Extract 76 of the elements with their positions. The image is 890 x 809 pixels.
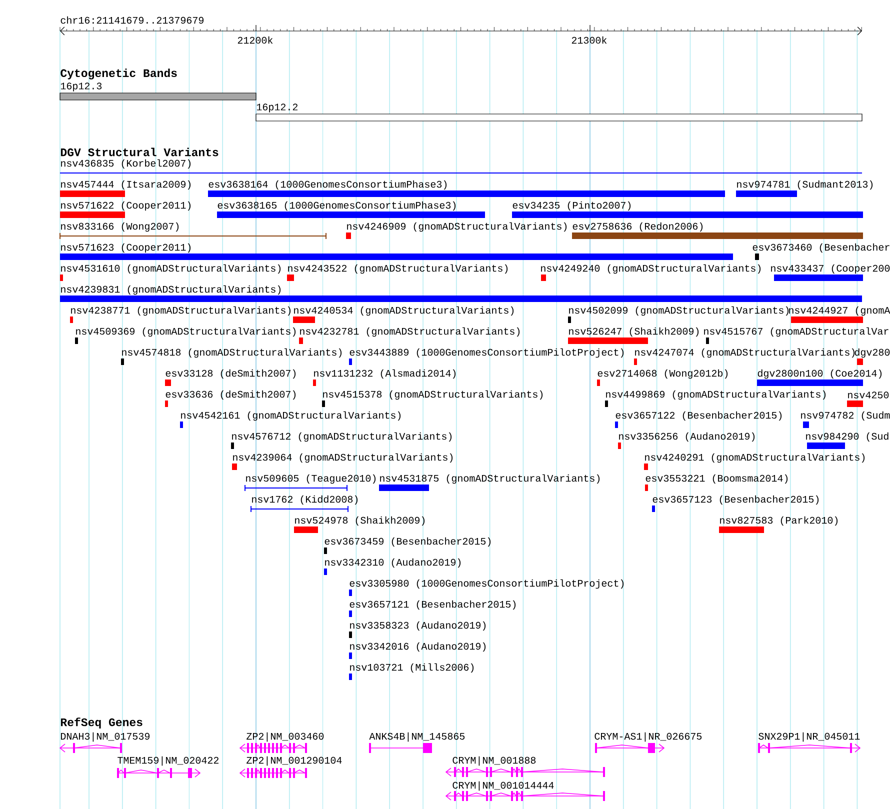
feature-label: dgv280 — [854, 348, 890, 358]
feature-label: nsv974782 (Sudm — [801, 411, 890, 421]
gene-label: SNX29P1|NR_045011 — [758, 732, 860, 742]
feature-label: 16p12.3 — [60, 82, 102, 92]
track-heading: RefSeq Genes — [60, 718, 142, 728]
feature-label: nsv4574818 (gnomADStructuralVariants) — [122, 348, 342, 358]
feature-label: esv3443889 (1000GenomesConsortiumPilotProject) — [350, 348, 624, 358]
feature-label: nsv4239831 (gnomADStructuralVariants) — [61, 285, 281, 295]
gene-label: DNAH3|NM_017539 — [61, 732, 150, 742]
feature-label: nsv827583 (Park2010) — [720, 516, 838, 526]
feature-label: nsv4246909 (gnomADStructuralVariants) — [347, 222, 567, 232]
coordinate-label: chr16:21141679..21379679 — [60, 16, 204, 24]
feature-label: nsv524978 (Shaikh2009) — [295, 516, 425, 526]
gene-label: CRYM|NM_001888 — [452, 756, 536, 766]
feature-label: nsv3342310 (Audano2019) — [325, 558, 461, 568]
gene-label: CRYM|NM_001014444 — [452, 781, 554, 791]
scale-label: 21200k — [238, 36, 273, 44]
gene-label: ZP2|NM_003460 — [246, 732, 324, 742]
feature-label: nsv4531875 (gnomADStructuralVariants) — [380, 474, 600, 484]
feature-label: nsv4232781 (gnomADStructuralVariants) — [300, 327, 520, 337]
feature-label: nsv4502099 (gnomADStructuralVariants) — [569, 306, 789, 316]
feature-label: nsv4244927 (gnomA — [789, 306, 890, 316]
feature-label: nsv3356256 (Audano2019) — [619, 432, 755, 442]
feature-label: esv3657121 (Besenbacher2015) — [350, 600, 516, 610]
feature-label: esv33128 (deSmith2007) — [166, 369, 296, 379]
feature-label: nsv4509369 (gnomADStructuralVariants) — [76, 327, 296, 337]
gene-label: ZP2|NM_001290104 — [246, 756, 342, 766]
feature-label: nsv4515378 (gnomADStructuralVariants) — [323, 390, 543, 400]
gene-label: CRYM-AS1|NR_026675 — [594, 732, 702, 742]
feature-label: nsv526247 (Shaikh2009) — [569, 327, 699, 337]
feature-label: nsv457444 (Itsara2009) — [61, 180, 191, 190]
feature-label: nsv4240534 (gnomADStructuralVariants) — [294, 306, 514, 316]
feature-label: nsv4531610 (gnomADStructuralVariants) — [61, 264, 281, 274]
feature-label: dgv2800n100 (Coe2014) — [758, 369, 882, 379]
feature-label: esv2714068 (Wong2012b) — [598, 369, 728, 379]
feature-label: nsv4542161 (gnomADStructuralVariants) — [181, 411, 401, 421]
feature-label: nsv4515767 (gnomADStructuralVar — [704, 327, 888, 337]
gene-label: TMEM159|NM_020422 — [118, 756, 218, 766]
track-heading: Cytogenetic Bands — [60, 68, 177, 80]
feature-label: nsv571623 (Cooper2011) — [61, 243, 191, 253]
feature-label: nsv974781 (Sudmant2013) — [737, 180, 873, 190]
gene-label: ANKS4B|NM_145865 — [369, 732, 465, 742]
feature-label: nsv4250 — [848, 392, 889, 398]
feature-label: nsv833166 (Wong2007) — [61, 222, 179, 232]
feature-label: esv3305980 (1000GenomesConsortiumPilotProject) — [350, 579, 624, 589]
feature-label: nsv433437 (Cooper200 — [771, 264, 890, 274]
feature-label: nsv1131232 (Alsmadi2014) — [314, 369, 456, 379]
feature-label: esv3657122 (Besenbacher2015) — [616, 411, 782, 421]
feature-label: nsv4243522 (gnomADStructuralVariants) — [288, 264, 508, 274]
feature-label: nsv1762 (Kidd2008) — [252, 495, 358, 505]
feature-label: esv3673459 (Besenbacher2015) — [324, 537, 491, 547]
feature-label: nsv984290 (Sud — [806, 432, 888, 442]
feature-label: nsv509605 (Teague2010) — [246, 474, 376, 484]
feature-label: nsv4238771 (gnomADStructuralVariants) — [71, 306, 291, 316]
feature-label: esv2758636 (Redon2006) — [572, 222, 703, 232]
feature-label: nsv436835 (Korbel2007) — [61, 159, 191, 169]
feature-label: esv3657123 (Besenbacher2015) — [652, 495, 819, 505]
feature-label: esv33636 (deSmith2007) — [166, 390, 296, 400]
feature-label: nsv4240291 (gnomADStructuralVariants) — [645, 453, 865, 463]
feature-label: nsv4499869 (gnomADStructuralVariants) — [606, 390, 826, 400]
feature-label: nsv103721 (Mills2006) — [350, 663, 474, 673]
feature-label: esv3553221 (Boomsma2014) — [646, 474, 788, 484]
feature-label: esv3638165 (1000GenomesConsortiumPhase3) — [218, 201, 456, 211]
scale-label: 21300k — [572, 36, 607, 44]
feature-label: nsv571622 (Cooper2011) — [61, 201, 191, 211]
feature-label: esv3673460 (Besenbacher — [752, 243, 890, 253]
feature-label: nsv3358323 (Audano2019) — [350, 621, 486, 631]
feature-label: esv34235 (Pinto2007) — [512, 201, 631, 211]
feature-label: 16p12.2 — [256, 104, 298, 112]
track-heading: DGV Structural Variants — [60, 148, 218, 156]
feature-label: nsv3342016 (Audano2019) — [350, 642, 486, 652]
feature-label: nsv4249240 (gnomADStructuralVariants) — [541, 264, 761, 274]
feature-label: nsv4239064 (gnomADStructuralVariants) — [233, 453, 453, 463]
feature-label: nsv4247074 (gnomADStructuralVariants) — [635, 348, 855, 358]
feature-label: nsv4576712 (gnomADStructuralVariants) — [232, 432, 452, 442]
feature-label: esv3638164 (1000GenomesConsortiumPhase3) — [208, 180, 447, 190]
